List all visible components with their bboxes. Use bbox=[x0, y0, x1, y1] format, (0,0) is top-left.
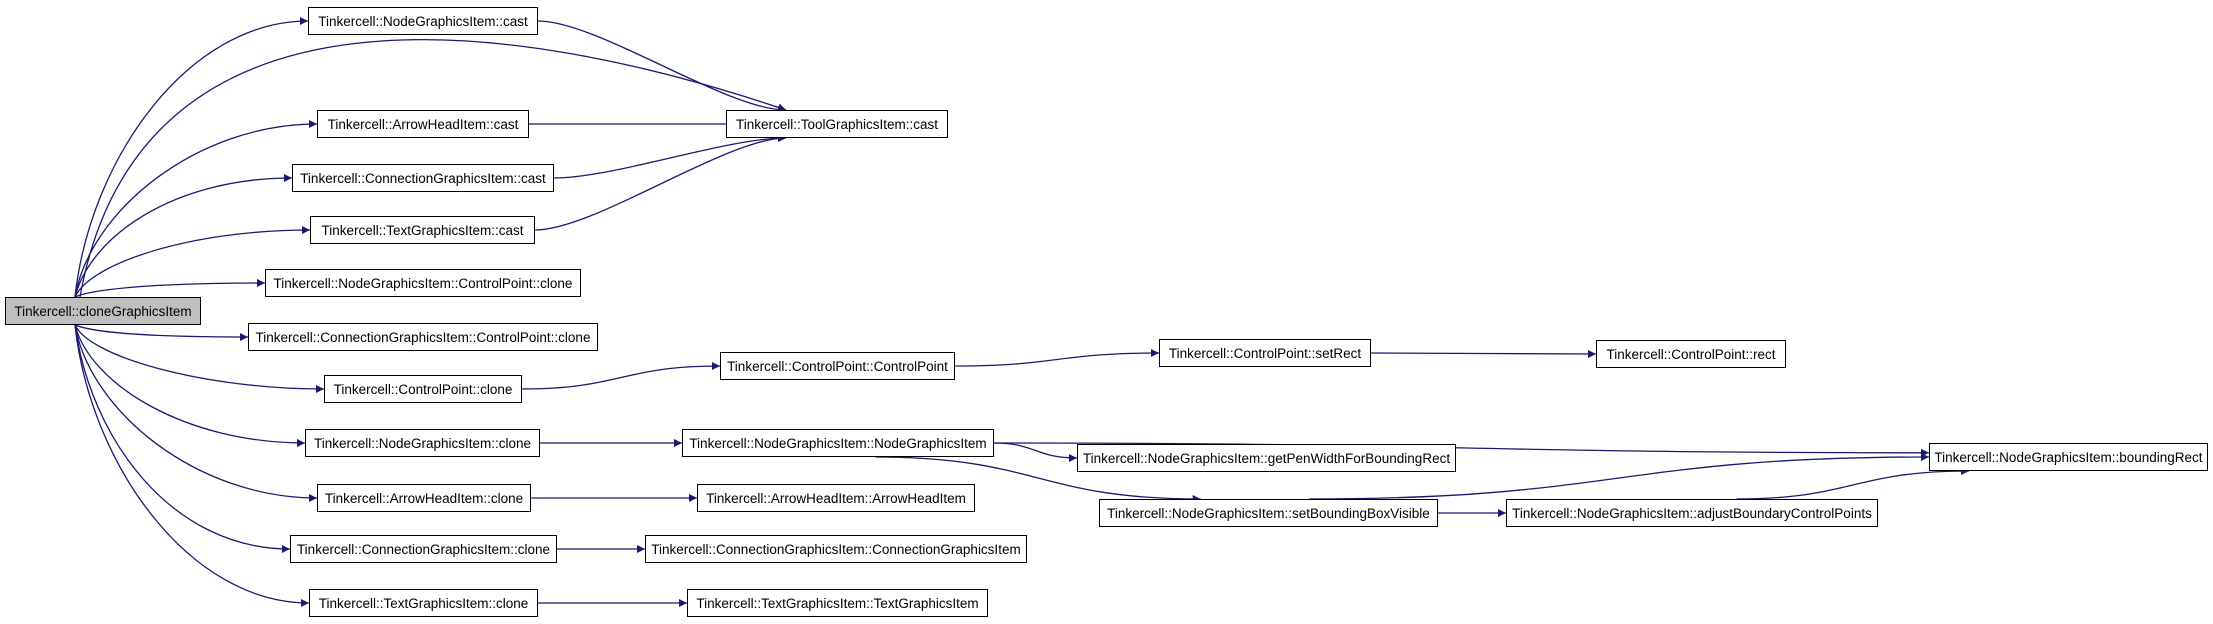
node-text-graphics-item-constructor[interactable]: Tinkercell::TextGraphicsItem::TextGraphi… bbox=[687, 589, 988, 617]
node-node-graphics-item-set-bounding-box-visible[interactable]: Tinkercell::NodeGraphicsItem::setBoundin… bbox=[1099, 499, 1438, 527]
edge-root-to-ahi_cast bbox=[74, 120, 318, 298]
edge-root-to-txt_clone bbox=[74, 324, 310, 607]
node-control-point-constructor[interactable]: Tinkercell::ControlPoint::ControlPoint bbox=[720, 352, 955, 380]
edge-root-to-cgi_cast bbox=[74, 174, 293, 298]
edge-root-to-ngi_cp_clone bbox=[74, 279, 266, 298]
node-control-point-clone[interactable]: Tinkercell::ControlPoint::clone bbox=[324, 375, 522, 403]
node-connection-graphics-item-control-point-clone[interactable]: Tinkercell::ConnectionGraphicsItem::Cont… bbox=[248, 323, 598, 351]
node-connection-graphics-item-cast[interactable]: Tinkercell::ConnectionGraphicsItem::cast bbox=[292, 164, 554, 192]
edge-root-to-ngi_clone bbox=[74, 324, 306, 447]
edge-root-to-cgi_cp_clone bbox=[74, 324, 249, 341]
edge-root-to-cgi_clone bbox=[74, 324, 291, 553]
edge-cp_ctor-to-cp_setrect bbox=[954, 349, 1160, 367]
edge-root-to-cp_clone bbox=[74, 324, 325, 393]
node-text-graphics-item-cast[interactable]: Tinkercell::TextGraphicsItem::cast bbox=[310, 216, 535, 244]
edge-cp_clone-to-cp_ctor bbox=[521, 362, 721, 390]
node-text-graphics-item-clone[interactable]: Tinkercell::TextGraphicsItem::clone bbox=[309, 589, 538, 617]
node-tool-graphics-item-cast[interactable]: Tinkercell::ToolGraphicsItem::cast bbox=[726, 110, 948, 138]
node-arrow-head-item-clone[interactable]: Tinkercell::ArrowHeadItem::clone bbox=[317, 484, 531, 512]
node-clone-graphics-item[interactable]: Tinkercell::cloneGraphicsItem bbox=[5, 297, 201, 325]
node-node-graphics-item-adjust-boundary-control-points[interactable]: Tinkercell::NodeGraphicsItem::adjustBoun… bbox=[1506, 499, 1878, 527]
edge-ngi_adjust-to-ngi_bounding bbox=[1736, 467, 1970, 500]
edge-ngi_ctor-to-ngi_penwidth bbox=[993, 442, 1078, 462]
edge-cgi_cast-to-tgi_cast bbox=[553, 134, 787, 179]
node-node-graphics-item-constructor[interactable]: Tinkercell::NodeGraphicsItem::NodeGraphi… bbox=[682, 429, 994, 457]
edge-txt_cast-to-tgi_cast bbox=[534, 134, 787, 231]
node-node-graphics-item-control-point-clone[interactable]: Tinkercell::NodeGraphicsItem::ControlPoi… bbox=[265, 269, 581, 297]
edge-ngi_ctor-to-ngi_bounding bbox=[993, 442, 1930, 457]
node-arrow-head-item-constructor[interactable]: Tinkercell::ArrowHeadItem::ArrowHeadItem bbox=[697, 484, 975, 512]
edge-root-to-ahi_clone bbox=[74, 324, 318, 502]
node-connection-graphics-item-clone[interactable]: Tinkercell::ConnectionGraphicsItem::clon… bbox=[290, 535, 557, 563]
node-node-graphics-item-clone[interactable]: Tinkercell::NodeGraphicsItem::clone bbox=[305, 429, 540, 457]
edge-ngi_setbbox-to-ngi_bounding bbox=[1309, 453, 1930, 500]
node-node-graphics-item-get-pen-width[interactable]: Tinkercell::NodeGraphicsItem::getPenWidt… bbox=[1077, 444, 1456, 472]
node-control-point-rect[interactable]: Tinkercell::ControlPoint::rect bbox=[1596, 340, 1786, 368]
node-control-point-set-rect[interactable]: Tinkercell::ControlPoint::setRect bbox=[1159, 339, 1371, 367]
node-connection-graphics-item-constructor[interactable]: Tinkercell::ConnectionGraphicsItem::Conn… bbox=[645, 535, 1027, 563]
node-arrow-head-item-cast[interactable]: Tinkercell::ArrowHeadItem::cast bbox=[317, 110, 529, 138]
edge-root-to-ngi_cast bbox=[74, 17, 309, 298]
edge-cp_setrect-to-cp_rect bbox=[1370, 349, 1597, 358]
node-node-graphics-item-cast[interactable]: Tinkercell::NodeGraphicsItem::cast bbox=[308, 7, 538, 35]
edge-ngi_ctor-to-ngi_setbbox bbox=[875, 456, 1201, 503]
edge-root-to-tgi_cast bbox=[79, 39, 787, 298]
edge-root-to-txt_cast bbox=[74, 226, 311, 298]
node-node-graphics-item-bounding-rect[interactable]: Tinkercell::NodeGraphicsItem::boundingRe… bbox=[1929, 443, 2208, 471]
edge-ngi_cast-to-tgi_cast bbox=[537, 20, 787, 114]
